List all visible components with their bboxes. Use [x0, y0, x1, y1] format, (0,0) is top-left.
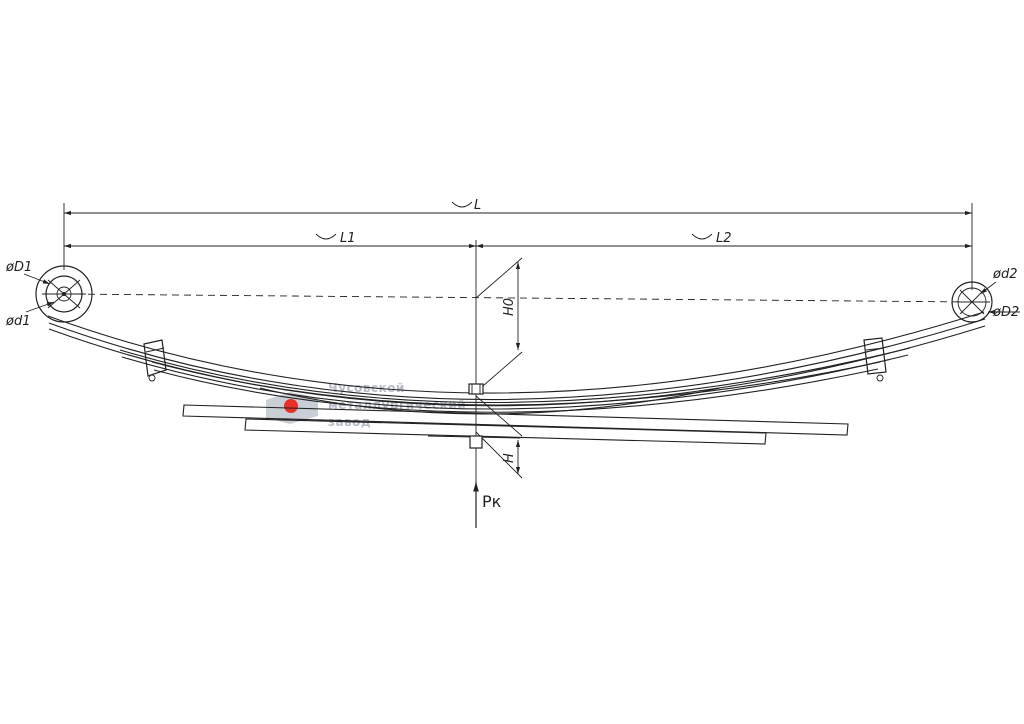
right-eye — [951, 281, 1020, 323]
label-right-length: L2 — [716, 231, 732, 246]
label-left-inner-diameter: ød1 — [5, 314, 30, 329]
label-left-length: L1 — [340, 231, 356, 246]
label-left-outer-diameter: øD1 — [5, 260, 32, 275]
left-clamp — [143, 339, 167, 382]
label-free-height: H0 — [502, 298, 517, 316]
watermark-red-dot — [284, 399, 298, 413]
label-right-outer-diameter: øD2 — [992, 305, 1019, 320]
label-total-length: L — [474, 198, 481, 213]
label-right-inner-diameter: ød2 — [992, 267, 1017, 282]
left-eye — [23, 265, 93, 323]
watermark-line-1: Чусовской — [328, 381, 405, 395]
label-load: Pк — [482, 492, 502, 511]
dimension-total-length: L — [63, 198, 973, 290]
center-bolt — [468, 383, 484, 449]
dimension-free-height: H0 — [475, 257, 523, 393]
dimension-half-lengths: L1 L2 — [64, 231, 972, 249]
spring-leaves — [47, 311, 986, 415]
label-loaded-height: H — [502, 453, 517, 463]
eye-axis-dashed-line — [63, 293, 973, 303]
right-clamp — [863, 337, 887, 382]
